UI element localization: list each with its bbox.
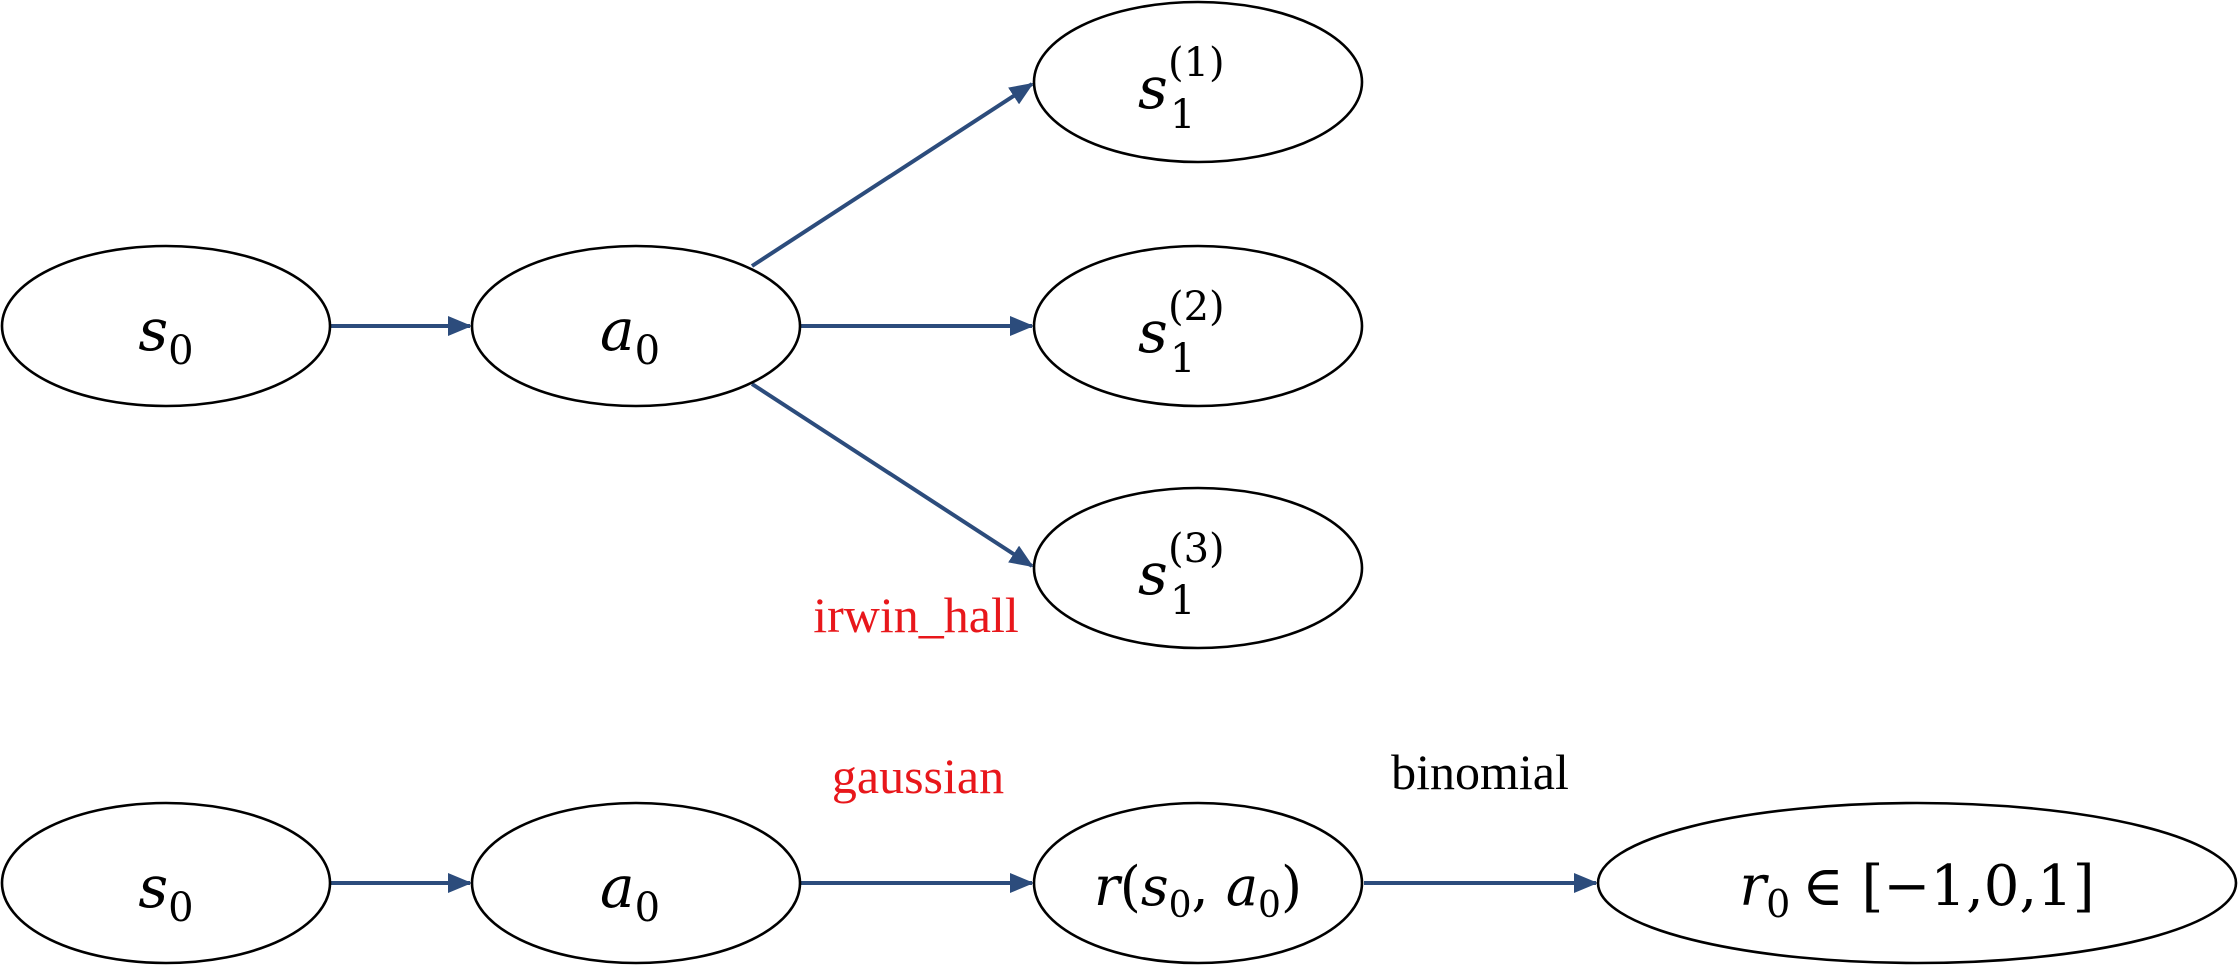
- edge-a0-s1-1: [750, 82, 1034, 268]
- svg-text:r0∈ [−1,0,1]: r0 ∈ [−1,0,1]: [1739, 854, 2094, 926]
- transition-label-irwin-hall: irwin_hall: [813, 587, 1019, 643]
- svg-text:a0: a0: [600, 296, 660, 374]
- reward-r: r: [1094, 855, 1123, 918]
- node-a0-sub: 0: [635, 328, 660, 374]
- node-s1-2-sub: 1: [1170, 336, 1195, 382]
- node-reward-function: r(s0, a0): [1032, 801, 1364, 965]
- node-s1-3-base: s: [1138, 540, 1168, 608]
- discrete-reward-set: ∈ [−1,0,1]: [1802, 854, 2094, 919]
- reward-a-sub: 0: [1258, 885, 1281, 926]
- discrete-reward-base: r: [1739, 854, 1769, 919]
- node-s0-base: s: [138, 296, 168, 364]
- node-s0-bottom: s0: [0, 801, 332, 965]
- node-s1-2-sup: (2): [1168, 284, 1225, 330]
- node-s0-sub: 0: [168, 328, 193, 374]
- node-s1-3-sup: (3): [1168, 526, 1225, 572]
- discretize-label-binomial: binomial: [1391, 744, 1569, 800]
- reward-open-paren: (: [1120, 855, 1141, 918]
- node-a0-bottom-base: a: [600, 853, 635, 921]
- svg-text:r(s0, a0): r(s0, a0): [1094, 855, 1302, 926]
- node-s1-2-base: s: [1138, 298, 1168, 366]
- reward-s: s: [1141, 855, 1169, 918]
- node-s1-1-sub: 1: [1170, 92, 1195, 138]
- reward-close-paren: ): [1281, 855, 1302, 918]
- node-s1-3-sub: 1: [1170, 578, 1195, 624]
- reward-label-gaussian: gaussian: [832, 748, 1004, 804]
- node-s0-top: s0: [0, 244, 332, 408]
- reward-comma: ,: [1192, 855, 1226, 918]
- node-s1-2: s 1 (2): [1032, 244, 1364, 408]
- top-diagram: s0 a0 s 1 (1) s 1 (2) s 1: [0, 0, 1364, 650]
- node-s0-bottom-sub: 0: [168, 885, 193, 931]
- node-s0-bottom-base: s: [138, 853, 168, 921]
- svg-text:s0: s0: [138, 853, 193, 931]
- node-a0-bottom-sub: 0: [635, 885, 660, 931]
- node-s1-3: s 1 (3): [1032, 486, 1364, 650]
- discrete-reward-sub: 0: [1766, 882, 1790, 926]
- node-s1-1-base: s: [1138, 54, 1168, 122]
- svg-text:s0: s0: [138, 296, 193, 374]
- edge-a0-s1-3: [750, 382, 1034, 568]
- node-a0-base: a: [600, 296, 635, 364]
- svg-text:a0: a0: [600, 853, 660, 931]
- node-discrete-reward: r0 ∈ [−1,0,1]: [1596, 801, 2238, 965]
- node-s1-1: s 1 (1): [1032, 0, 1364, 164]
- node-a0-top: a0: [470, 244, 802, 408]
- reward-a: a: [1226, 855, 1258, 918]
- node-s1-1-sup: (1): [1168, 40, 1225, 86]
- node-a0-bottom: a0: [470, 801, 802, 965]
- bottom-diagram: s0 a0 r(s0, a0) r0∈ [−1,0,1] gaussian b: [0, 744, 2238, 965]
- reward-s-sub: 0: [1169, 885, 1192, 926]
